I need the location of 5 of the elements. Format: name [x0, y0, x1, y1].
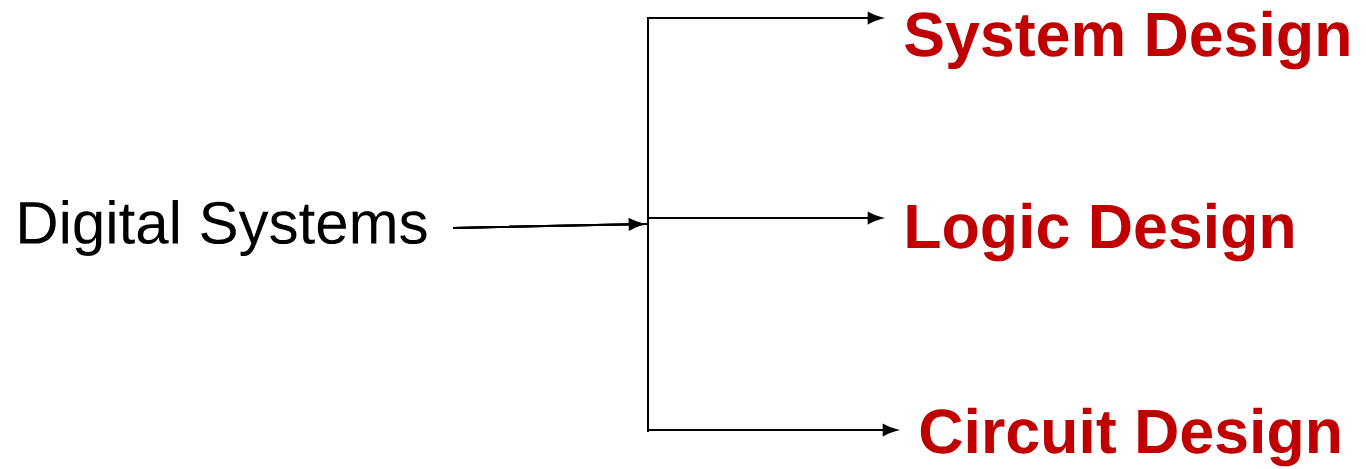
target-label: Logic Design: [907, 202, 1293, 262]
target-label: System Design: [905, 10, 1349, 70]
source-label: Digital Systems: [20, 200, 427, 256]
arrow: [452, 223, 897, 436]
target-label: Circuit Design: [920, 407, 1340, 467]
